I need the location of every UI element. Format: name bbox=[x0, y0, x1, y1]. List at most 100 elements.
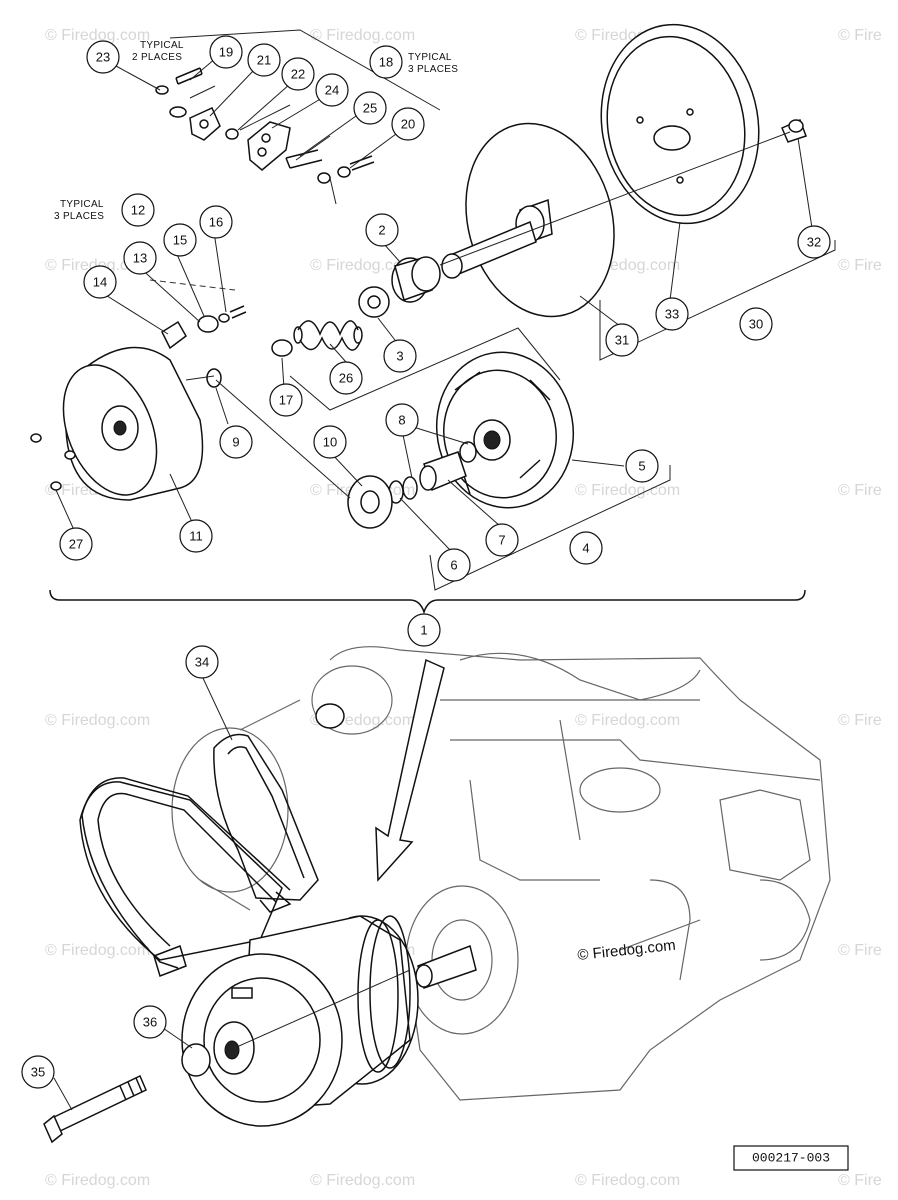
svg-text:12: 12 bbox=[131, 203, 145, 218]
callout-18: 18 bbox=[369, 45, 403, 79]
note-typical: TYPICAL bbox=[140, 40, 184, 51]
weight-arm-hardware bbox=[155, 67, 375, 205]
svg-text:2: 2 bbox=[378, 223, 385, 238]
callout-9: 9 bbox=[219, 425, 253, 459]
leader-lines bbox=[53, 57, 813, 1111]
callout-19: 19 bbox=[209, 35, 243, 69]
svg-text:19: 19 bbox=[219, 45, 233, 60]
callout-21: 21 bbox=[247, 43, 281, 77]
callout-14: 14 bbox=[83, 265, 117, 299]
washers-and-sleeve bbox=[215, 379, 477, 529]
watermarks: © Firedog.com © Firedog.com © Firedog.co… bbox=[45, 27, 882, 1189]
callout-26: 26 bbox=[329, 361, 363, 395]
watermark: © Firedog.com bbox=[310, 27, 415, 44]
clutch-bolt bbox=[43, 1074, 147, 1144]
group-bracket bbox=[429, 465, 671, 591]
watermark: © Firedog.com bbox=[310, 257, 415, 274]
group-bracket bbox=[289, 327, 561, 411]
callout-22: 22 bbox=[281, 57, 315, 91]
svg-text:33: 33 bbox=[665, 307, 679, 322]
clutch-cover bbox=[30, 346, 215, 501]
svg-text:36: 36 bbox=[143, 1015, 157, 1030]
clutch-drum bbox=[435, 351, 575, 509]
svg-text:8: 8 bbox=[398, 413, 405, 428]
spring bbox=[293, 320, 363, 351]
engine-assembly bbox=[171, 646, 831, 1101]
watermark: © Firedog.com bbox=[45, 1172, 150, 1189]
svg-text:34: 34 bbox=[195, 655, 209, 670]
callout-8: 8 bbox=[385, 403, 419, 437]
svg-text:20: 20 bbox=[401, 117, 415, 132]
svg-text:24: 24 bbox=[325, 83, 339, 98]
watermark: © Firedog.com bbox=[575, 1172, 680, 1189]
watermark: © Firedog.com bbox=[575, 482, 680, 499]
svg-text:35: 35 bbox=[31, 1065, 45, 1080]
ramp-gear bbox=[358, 286, 390, 318]
callout-16: 16 bbox=[199, 205, 233, 239]
drive-clutch bbox=[181, 915, 419, 1127]
callout-36: 36 bbox=[133, 1005, 167, 1039]
callout-33: 33 bbox=[655, 297, 689, 331]
callout-25: 25 bbox=[353, 91, 387, 125]
callout-17: 17 bbox=[269, 383, 303, 417]
exploded-clutch-assembly: TYPICAL 2 PLACES TYPICAL 3 PLACES TYPICA… bbox=[30, 23, 836, 615]
callout-4: 4 bbox=[569, 531, 603, 565]
callout-35: 35 bbox=[21, 1055, 55, 1089]
figure-number-box: 000217-003 bbox=[733, 1145, 849, 1171]
callout-2: 2 bbox=[365, 213, 399, 247]
pulley bbox=[600, 23, 760, 225]
callout-3: 3 bbox=[383, 339, 417, 373]
watermark: © Fire bbox=[838, 942, 882, 959]
pulley-bolt bbox=[439, 118, 807, 266]
svg-text:26: 26 bbox=[339, 371, 353, 386]
watermark: © Firedog.com bbox=[45, 712, 150, 729]
svg-text:7: 7 bbox=[498, 533, 505, 548]
retaining-ring bbox=[206, 368, 222, 388]
svg-text:25: 25 bbox=[363, 101, 377, 116]
svg-text:4: 4 bbox=[582, 541, 589, 556]
svg-text:21: 21 bbox=[257, 53, 271, 68]
drive-belt bbox=[79, 733, 319, 977]
watermark: © Fire bbox=[838, 257, 882, 274]
driven-sheave bbox=[441, 122, 615, 318]
watermark: © Fire bbox=[838, 712, 882, 729]
watermark: © Firedog.com bbox=[575, 712, 680, 729]
watermark: © Firedog.com bbox=[45, 942, 150, 959]
callout-7: 7 bbox=[485, 523, 519, 557]
svg-text:6: 6 bbox=[450, 558, 457, 573]
svg-text:13: 13 bbox=[133, 251, 147, 266]
bushing bbox=[391, 256, 441, 303]
callout-34: 34 bbox=[185, 645, 219, 679]
svg-text:11: 11 bbox=[189, 529, 203, 544]
arm-pin-hardware bbox=[149, 279, 247, 350]
svg-text:15: 15 bbox=[173, 233, 187, 248]
callout-23: 23 bbox=[86, 40, 120, 74]
svg-text:17: 17 bbox=[279, 393, 293, 408]
svg-text:22: 22 bbox=[291, 67, 305, 82]
callout-12: 12 bbox=[121, 193, 155, 227]
svg-text:18: 18 bbox=[379, 55, 393, 70]
group-bracket bbox=[169, 29, 441, 111]
callout-10: 10 bbox=[313, 425, 347, 459]
svg-text:14: 14 bbox=[93, 275, 107, 290]
note-typical: TYPICAL bbox=[60, 199, 104, 210]
watermark: © Firedog.com bbox=[310, 1172, 415, 1189]
watermark: © Firedog.com bbox=[577, 937, 677, 964]
note-typical: TYPICAL bbox=[408, 52, 452, 63]
svg-text:3: 3 bbox=[396, 349, 403, 364]
svg-text:16: 16 bbox=[209, 215, 223, 230]
svg-text:23: 23 bbox=[96, 50, 110, 65]
svg-text:10: 10 bbox=[323, 435, 337, 450]
callout-32: 32 bbox=[797, 225, 831, 259]
callout-31: 31 bbox=[605, 323, 639, 357]
note-places: 2 PLACES bbox=[132, 52, 182, 63]
callout-11: 11 bbox=[179, 519, 213, 553]
spring-ring bbox=[271, 339, 293, 357]
svg-text:30: 30 bbox=[749, 317, 763, 332]
svg-text:9: 9 bbox=[232, 435, 239, 450]
svg-text:5: 5 bbox=[638, 459, 645, 474]
watermark: © Fire bbox=[838, 1172, 882, 1189]
watermark: © Firedog.com bbox=[45, 27, 150, 44]
callout-13: 13 bbox=[123, 241, 157, 275]
